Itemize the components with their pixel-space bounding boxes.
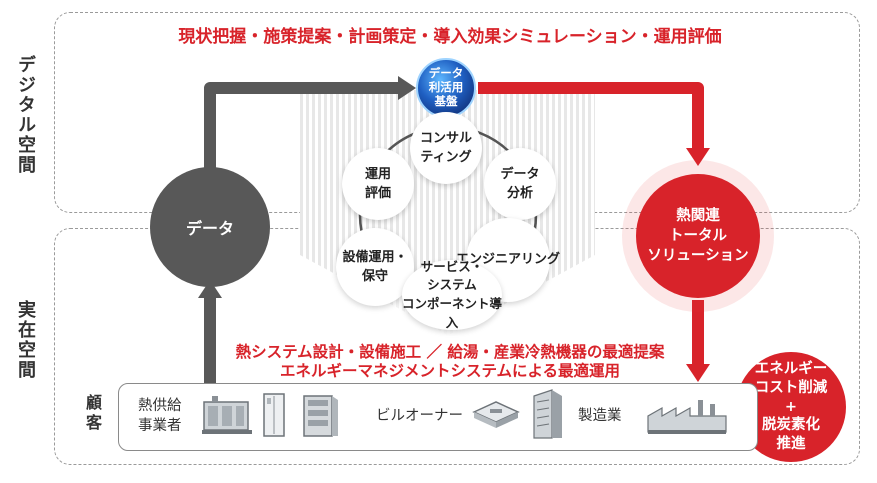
solution-arrowhead-upper [686,148,710,166]
service-system-node: サービス・ システム コンポーネント導入 [402,258,503,330]
data-arrowhead-upper [398,76,416,100]
office-building-icon [533,389,562,439]
solution-node: 熱関連 トータル ソリューション [636,174,760,298]
real-services-caption-line1: 熱システム設計・設備施工 ／ 給湯・産業冷熱機器の最適提案 [235,343,665,361]
data-analysis-node: データ 分析 [484,148,556,220]
consulting-node: コンサル ティング [410,112,482,184]
data-node: データ [150,167,270,287]
maintenance-node: 設備運用・ 保守 [336,228,414,306]
building-owner-label: ビルオーナー [376,408,463,424]
real-space-label: 実在空間 [15,300,36,380]
solution-arrowhead-lower [686,364,710,382]
factory-icon [647,400,727,434]
data-arrowhead-lower [198,280,222,298]
data-flow-arrow [204,82,400,383]
solution-flow-arrow [478,82,704,366]
data-platform-node: データ 利活用 基盤 [416,58,476,118]
server-rack-icon [303,395,338,437]
cabinet-unit-icon [263,393,285,437]
customer-label: 顧客 [83,394,102,434]
real-services-caption-line2: エネルギーマネジメントシステムによる最適運用 [279,362,621,380]
heat-supplier-label: 熱供給 事業者 [138,398,182,435]
heat-plant-icon [202,396,252,434]
operation-evaluation-node: 運用 評価 [342,148,414,220]
digital-space-label: デジタル空間 [15,55,36,175]
digital-services-caption: 現状把握・施策提案・計画策定・導入効果シミュレーション・運用評価 [178,27,722,47]
manufacturer-label: 製造業 [578,408,622,424]
ceiling-ac-icon [472,401,520,428]
